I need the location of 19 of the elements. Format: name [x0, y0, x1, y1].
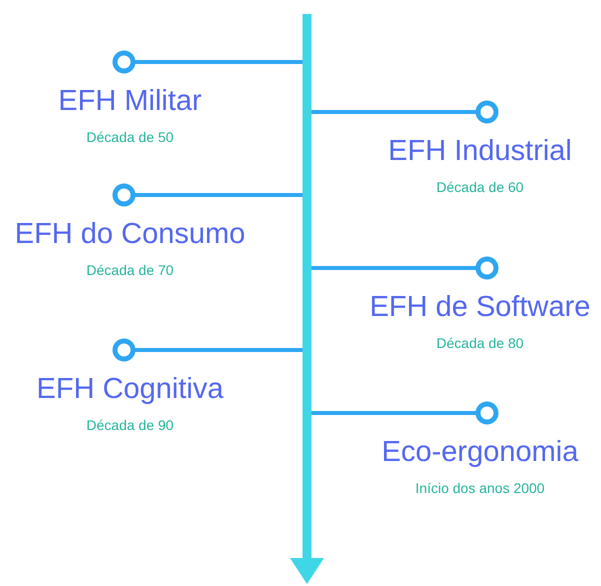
- decade-label: Década de 60: [436, 178, 524, 196]
- decade-label: Década de 70: [86, 261, 174, 279]
- era-title: EFH do Consumo: [14, 217, 246, 251]
- timeline-axis: [290, 14, 324, 584]
- decade-label: Início dos anos 2000: [415, 479, 545, 497]
- branch-connector: [312, 402, 498, 424]
- branch-connector: [112, 338, 302, 362]
- era-title: EFH Industrial: [388, 134, 572, 168]
- branch-connector: [312, 100, 498, 124]
- branch-connector: [112, 50, 302, 74]
- era-title: EFH Cognitiva: [36, 372, 224, 406]
- decade-label: Década de 50: [86, 128, 174, 146]
- era-title: EFH Militar: [58, 84, 202, 118]
- era-title: EFH de Software: [370, 290, 590, 324]
- decade-label: Década de 90: [86, 416, 174, 434]
- branch-connector: [112, 184, 302, 206]
- era-title: Eco-ergonomia: [382, 435, 578, 469]
- branch-connector: [312, 256, 498, 280]
- decade-label: Década de 80: [436, 334, 524, 352]
